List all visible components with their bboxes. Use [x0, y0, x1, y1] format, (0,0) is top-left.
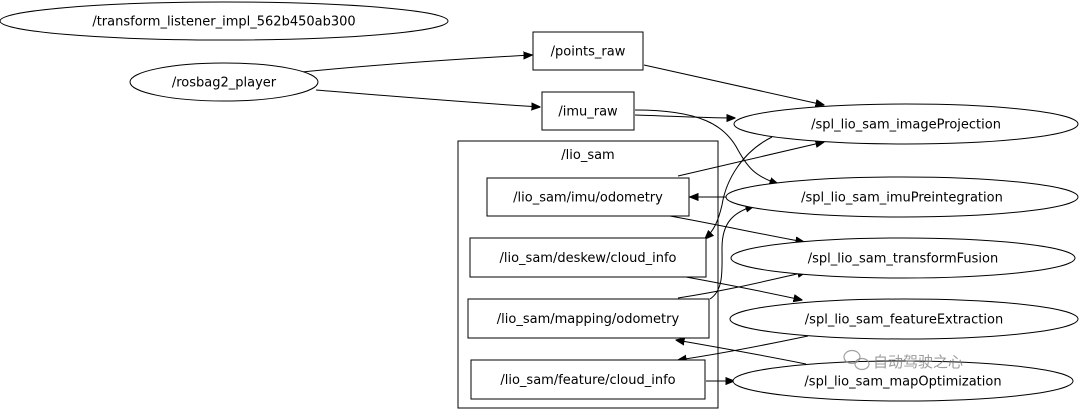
- node-transform-fusion[interactable]: /spl_lio_sam_transformFusion: [730, 237, 1076, 279]
- edge-image-projection-to-deskew-cloud-info: [705, 136, 773, 239]
- edge-mapping-odometry-to-transform-fusion: [677, 272, 806, 299]
- edge-imu-odometry-to-image-projection: [677, 142, 824, 177]
- topic-imu-raw[interactable]: /imu_raw: [541, 91, 635, 131]
- node-transform-listener[interactable]: /transform_listener_impl_562b450ab300: [0, 1, 449, 41]
- topic-label: /points_raw: [551, 45, 626, 60]
- node-map-optimization[interactable]: /spl_lio_sam_mapOptimization: [732, 360, 1074, 402]
- topic-label: /lio_sam/mapping/odometry: [497, 312, 680, 327]
- topic-imu-odometry[interactable]: /lio_sam/imu/odometry: [486, 177, 690, 217]
- watermark-text: 自动驾驶之心: [873, 353, 963, 371]
- node-label: /rosbag2_player: [172, 76, 277, 91]
- node-label: /spl_lio_sam_transformFusion: [808, 252, 998, 267]
- cluster-lio-sam: /lio_sam: [457, 140, 719, 409]
- edge-imu-raw-to-image-projection: [634, 115, 735, 118]
- topic-label: /lio_sam/feature/cloud_info: [500, 373, 675, 388]
- cluster-label: /lio_sam: [561, 148, 614, 163]
- node-label: /spl_lio_sam_featureExtraction: [805, 313, 1003, 328]
- edge-rosbag2-player-to-imu-raw: [315, 89, 540, 107]
- topic-label: /imu_raw: [558, 105, 618, 120]
- topic-label: /lio_sam/deskew/cloud_info: [499, 251, 676, 266]
- topic-mapping-odometry[interactable]: /lio_sam/mapping/odometry: [467, 298, 710, 339]
- topic-label: /lio_sam/imu/odometry: [513, 191, 663, 206]
- edge-mapping-odometry-to-imu-preintegration: [709, 206, 754, 300]
- edge-imu-raw-to-imu-preintegration: [634, 109, 778, 184]
- wechat-icon: [843, 349, 870, 371]
- edge-feature-extraction-to-feature-cloud-info: [678, 335, 809, 360]
- topic-feature-cloud-info[interactable]: /lio_sam/feature/cloud_info: [470, 359, 706, 400]
- edges: [291, 55, 824, 381]
- nodes: /transform_listener_impl_562b450ab300 /r…: [0, 1, 1079, 402]
- edge-points-raw-to-image-projection: [643, 64, 824, 105]
- node-feature-extraction[interactable]: /spl_lio_sam_featureExtraction: [729, 298, 1079, 340]
- topic-points-raw[interactable]: /points_raw: [532, 31, 644, 71]
- node-label: /transform_listener_impl_562b450ab300: [92, 15, 355, 30]
- edge-imu-odometry-to-transform-fusion: [669, 215, 804, 242]
- node-label: /spl_lio_sam_imuPreintegration: [801, 191, 1003, 206]
- edge-deskew-cloud-info-to-feature-extraction: [685, 276, 802, 300]
- watermark: 自动驾驶之心: [843, 349, 963, 371]
- edge-map-optimization-to-mapping-odometry: [676, 340, 807, 365]
- node-label: /spl_lio_sam_mapOptimization: [804, 375, 1001, 390]
- node-imu-preintegration[interactable]: /spl_lio_sam_imuPreintegration: [725, 176, 1079, 218]
- node-rosbag2-player[interactable]: /rosbag2_player: [129, 62, 319, 102]
- topic-deskew-cloud-info[interactable]: /lio_sam/deskew/cloud_info: [469, 237, 707, 278]
- node-label: /spl_lio_sam_imageProjection: [811, 118, 1001, 133]
- edge-rosbag2-player-to-points-raw: [291, 55, 532, 74]
- node-image-projection[interactable]: /spl_lio_sam_imageProjection: [733, 103, 1079, 145]
